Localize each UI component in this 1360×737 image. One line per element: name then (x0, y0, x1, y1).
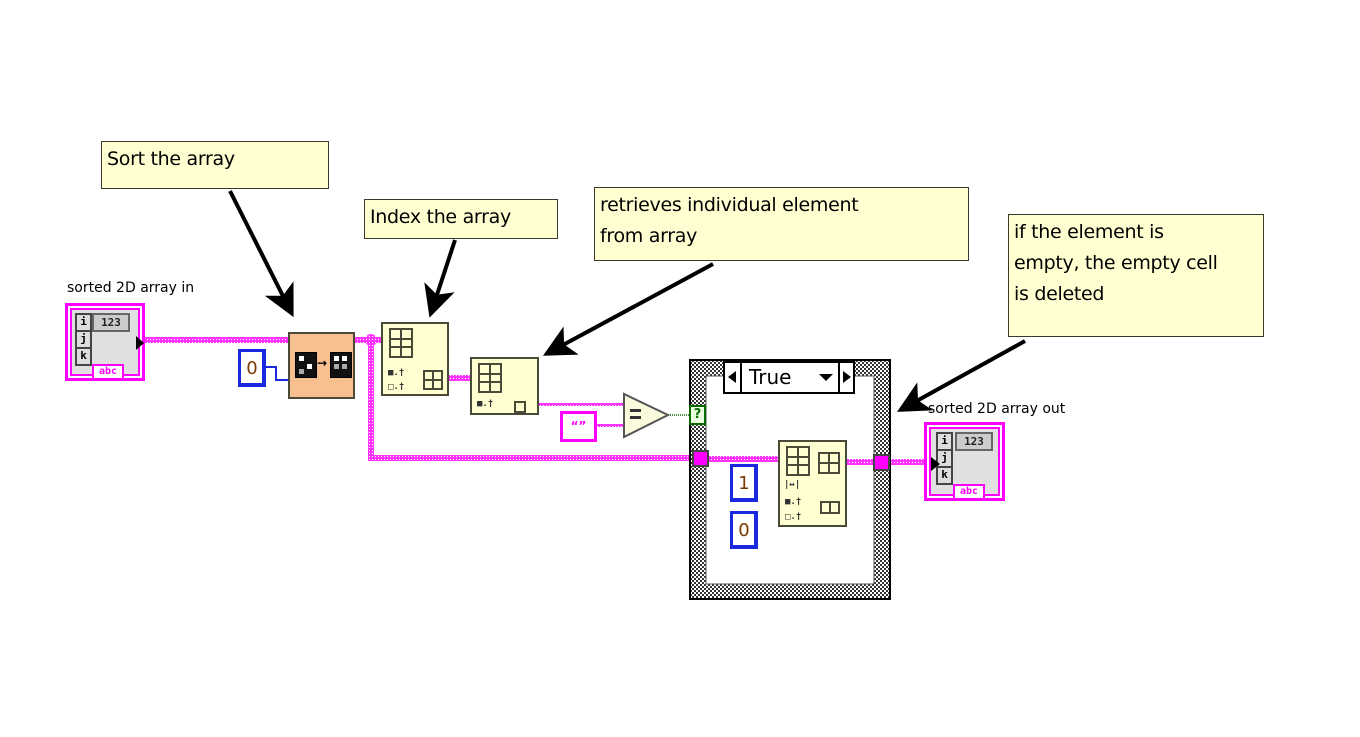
input-terminal-label: sorted 2D array in (67, 280, 195, 296)
index-array-node-2[interactable]: ■.† (470, 357, 539, 415)
input-tunnel[interactable] (692, 450, 709, 467)
index-row-icon: ■.† (477, 399, 494, 409)
case-value: True (749, 365, 792, 389)
comment-sort: Sort the array (101, 141, 329, 189)
wire-tunnel-to-output (890, 459, 930, 465)
array-grid-icon (786, 446, 810, 476)
output-terminal[interactable]: i j k 123 abc (924, 422, 1005, 501)
string-glyph: abc (92, 364, 124, 380)
unsorted-grid-icon (295, 352, 317, 378)
array-grid-icon (389, 328, 413, 358)
case-selector-terminal[interactable]: ? (689, 405, 706, 425)
wire-index-to-index (448, 375, 472, 381)
arrow-index (424, 239, 457, 318)
output-terminal-label: sorted 2D array out (928, 401, 1066, 417)
input-terminal[interactable]: i j k 123 abc (65, 303, 145, 381)
comment-index: Index the array (364, 199, 558, 239)
equal-node[interactable] (623, 392, 671, 439)
wire-empty-to-equal (597, 424, 625, 427)
wire-element-to-equal (538, 403, 625, 406)
input-arrow-icon (931, 457, 940, 471)
empty-string-constant[interactable]: “” (560, 411, 597, 442)
comment-index-text: Index the array (370, 206, 511, 228)
wire-input-to-sort (143, 337, 289, 343)
numeric-glyph: 123 (955, 432, 993, 451)
sorted-grid-icon (330, 352, 352, 378)
numeric-glyph: 123 (92, 313, 130, 332)
subarray-icon (423, 370, 443, 390)
string-glyph: abc (953, 484, 985, 500)
index-array-node-1[interactable]: ■.† □.† (381, 322, 449, 396)
case-next-button[interactable] (838, 363, 855, 392)
delete-index-constant[interactable]: 0 (730, 511, 758, 549)
output-tunnel[interactable] (873, 454, 890, 471)
comment-retrieve-line1: retrieves individual element (600, 194, 859, 216)
sort-array-node[interactable]: → (288, 332, 355, 399)
comment-delete-line3: is deleted (1014, 283, 1105, 305)
wire-branch-to-case (368, 455, 693, 461)
delete-length-constant[interactable]: 1 (730, 464, 758, 502)
element-icon (514, 401, 526, 413)
wire-sort-dim (265, 366, 289, 381)
index-col-icon: □.† (388, 382, 405, 392)
case-prev-button[interactable] (725, 363, 742, 392)
array-grid-icon (478, 363, 502, 393)
sort-dim-constant[interactable]: 0 (238, 349, 266, 387)
wire-branch-down (368, 340, 374, 461)
case-selector[interactable]: True (723, 361, 855, 394)
comment-delete-line1: if the element is (1014, 221, 1164, 243)
deleted-portion-icon (820, 501, 840, 514)
index-row-icon: ■.† (388, 368, 405, 378)
arrow-sort (228, 190, 294, 318)
case-dropdown-icon[interactable] (819, 374, 833, 381)
output-arrow-icon (136, 336, 144, 350)
delete-from-array-node[interactable]: |↔| ■.† □.† (778, 440, 847, 527)
comment-delete-line2: empty, the empty cell (1014, 252, 1218, 274)
dim-index-k: k (936, 466, 953, 485)
index-row-icon: ■.† (785, 497, 802, 507)
comment-delete: if the element is empty, the empty cell … (1008, 214, 1264, 337)
arrow-retrieve (542, 262, 714, 356)
index-col-icon: □.† (785, 512, 802, 522)
comment-retrieve: retrieves individual element from array (594, 187, 969, 261)
comment-sort-text: Sort the array (107, 148, 235, 170)
arrow-right-icon: → (317, 356, 328, 370)
comment-retrieve-line2: from array (600, 225, 698, 247)
array-out-icon (818, 452, 840, 474)
arrow-delete (897, 339, 1026, 412)
length-icon: |↔| (784, 480, 801, 490)
dim-index-k: k (75, 347, 92, 366)
